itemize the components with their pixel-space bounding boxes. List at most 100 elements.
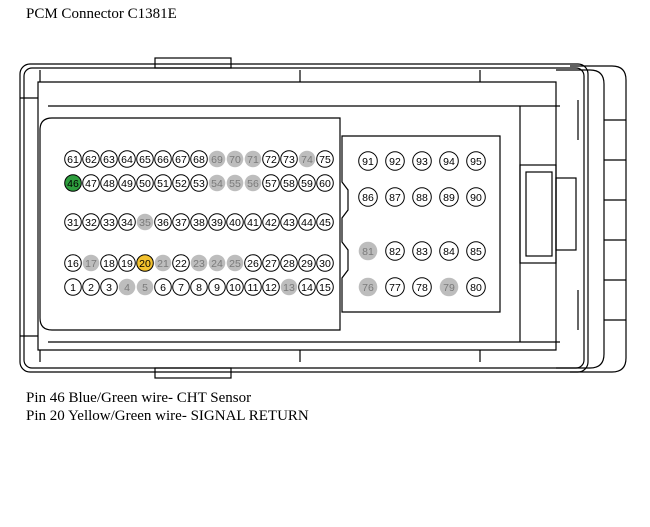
pin-10: 10	[226, 278, 244, 296]
pin-18: 18	[100, 254, 118, 272]
pin-69: 69	[208, 150, 226, 168]
pin-label: 66	[157, 154, 169, 166]
pin-52: 52	[172, 174, 190, 192]
left-cavity	[39, 117, 341, 331]
pin-92: 92	[385, 151, 405, 171]
top-latch-tab	[154, 57, 232, 69]
pin-label: 90	[470, 192, 482, 204]
pin-label: 3	[106, 282, 112, 294]
pin-label: 31	[67, 217, 79, 229]
pin-label: 20	[139, 258, 151, 270]
pin-46-note: Pin 46 Blue/Green wire- CHT Sensor	[26, 390, 252, 406]
pin-label: 57	[265, 178, 277, 190]
pin-17: 17	[82, 254, 100, 272]
pin-82: 82	[385, 241, 405, 261]
housing-inner-frame	[23, 67, 585, 369]
pin-label: 91	[362, 156, 374, 168]
pin-56: 56	[244, 174, 262, 192]
pin-label: 63	[103, 154, 115, 166]
pin-label: 78	[416, 282, 428, 294]
pin-67: 67	[172, 150, 190, 168]
pin-label: 49	[121, 178, 133, 190]
pin-42: 42	[262, 213, 280, 231]
lock-outer	[570, 65, 627, 373]
pin-label: 74	[301, 154, 313, 166]
pin-label: 17	[85, 258, 97, 270]
pin-62: 62	[82, 150, 100, 168]
pin-label: 60	[319, 178, 331, 190]
pin-label: 19	[121, 258, 133, 270]
pin-38: 38	[190, 213, 208, 231]
pin-label: 89	[443, 192, 455, 204]
pin-36: 36	[154, 213, 172, 231]
pin-label: 11	[248, 282, 259, 294]
pin-label: 80	[470, 282, 482, 294]
pin-28: 28	[280, 254, 298, 272]
pin-43: 43	[280, 213, 298, 231]
pin-label: 40	[229, 217, 241, 229]
pin-label: 7	[178, 282, 184, 294]
pin-29: 29	[298, 254, 316, 272]
pin-44: 44	[298, 213, 316, 231]
pin-label: 52	[175, 178, 187, 190]
pin-27: 27	[262, 254, 280, 272]
pin-label: 69	[211, 154, 223, 166]
pin-label: 1	[70, 282, 76, 294]
pin-label: 30	[319, 258, 331, 270]
pin-15: 15	[316, 278, 334, 296]
pin-label: 48	[103, 178, 115, 190]
pin-40: 40	[226, 213, 244, 231]
diagram-title: PCM Connector C1381E	[26, 6, 177, 22]
pin-label: 18	[103, 258, 115, 270]
pin-5: 5	[136, 278, 154, 296]
pin-45: 45	[316, 213, 334, 231]
pin-label: 45	[319, 217, 331, 229]
pin-53: 53	[190, 174, 208, 192]
pin-8: 8	[190, 278, 208, 296]
pin-label: 37	[175, 217, 187, 229]
pin-22: 22	[172, 254, 190, 272]
pin-39: 39	[208, 213, 226, 231]
pin-57: 57	[262, 174, 280, 192]
pin-78: 78	[412, 277, 432, 297]
pin-60: 60	[316, 174, 334, 192]
pin-label: 83	[416, 246, 428, 258]
housing-outer-frame	[19, 63, 589, 373]
bottom-latch-tab	[154, 367, 232, 379]
pin-label: 38	[193, 217, 205, 229]
pin-label: 71	[247, 154, 259, 166]
pin-2: 2	[82, 278, 100, 296]
pin-label: 15	[319, 282, 331, 294]
pin-47: 47	[82, 174, 100, 192]
pin-13: 13	[280, 278, 298, 296]
pin-label: 26	[247, 258, 259, 270]
right-cavity	[341, 135, 501, 313]
pin-11: 11	[244, 278, 262, 296]
lock-frame	[556, 69, 605, 369]
pin-label: 36	[157, 217, 169, 229]
pin-label: 24	[211, 258, 223, 270]
pin-label: 8	[196, 282, 202, 294]
pin-label: 85	[470, 246, 482, 258]
pin-66: 66	[154, 150, 172, 168]
pin-label: 53	[193, 178, 205, 190]
pin-63: 63	[100, 150, 118, 168]
pin-71: 71	[244, 150, 262, 168]
pin-label: 27	[265, 258, 277, 270]
pin-30: 30	[316, 254, 334, 272]
pin-label: 22	[175, 258, 187, 270]
pin-61: 61	[64, 150, 82, 168]
pin-label: 56	[247, 178, 259, 190]
pin-6: 6	[154, 278, 172, 296]
pin-79: 79	[439, 277, 459, 297]
pin-46: 46	[64, 174, 82, 192]
pin-label: 32	[85, 217, 97, 229]
pin-90: 90	[466, 187, 486, 207]
pin-7: 7	[172, 278, 190, 296]
pin-75: 75	[316, 150, 334, 168]
pin-65: 65	[136, 150, 154, 168]
pin-label: 77	[389, 282, 401, 294]
pin-label: 62	[85, 154, 97, 166]
